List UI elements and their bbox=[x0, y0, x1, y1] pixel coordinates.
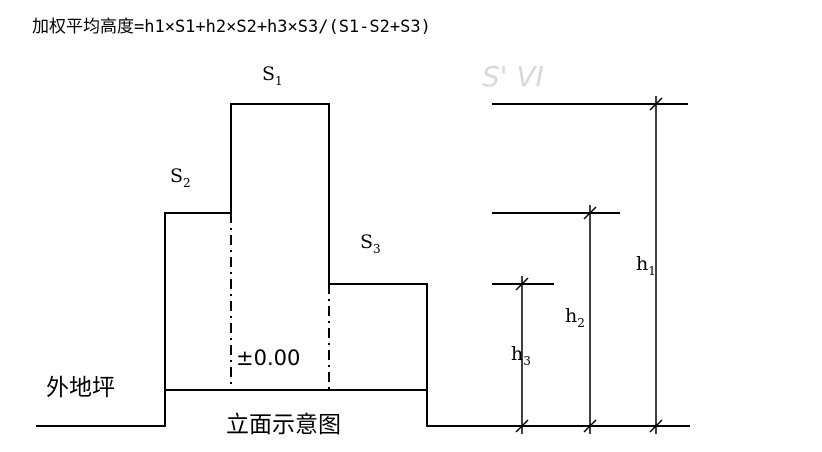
datum-label: ±0.00 bbox=[236, 346, 300, 370]
ground-label: 外地坪 bbox=[46, 375, 115, 401]
tick-mark bbox=[583, 419, 597, 433]
tick-mark bbox=[649, 97, 663, 111]
tick-mark bbox=[515, 277, 529, 291]
watermark: S' VI bbox=[482, 60, 544, 93]
h2-label: h2 bbox=[565, 305, 585, 330]
tick-mark bbox=[515, 419, 529, 433]
h3-label: h3 bbox=[511, 343, 531, 368]
s3-label: S3 bbox=[360, 231, 381, 256]
caption: 立面示意图 bbox=[226, 412, 341, 438]
s2-label: S2 bbox=[170, 165, 191, 190]
formula: 加权平均高度=h1×S1+h2×S2+h3×S3/(S1-S2+S3) bbox=[32, 17, 431, 37]
h1-label: h1 bbox=[636, 253, 656, 278]
tick-mark bbox=[583, 206, 597, 220]
tick-mark bbox=[649, 419, 663, 433]
s1-label: S1 bbox=[262, 63, 283, 88]
building-outline bbox=[36, 103, 690, 427]
